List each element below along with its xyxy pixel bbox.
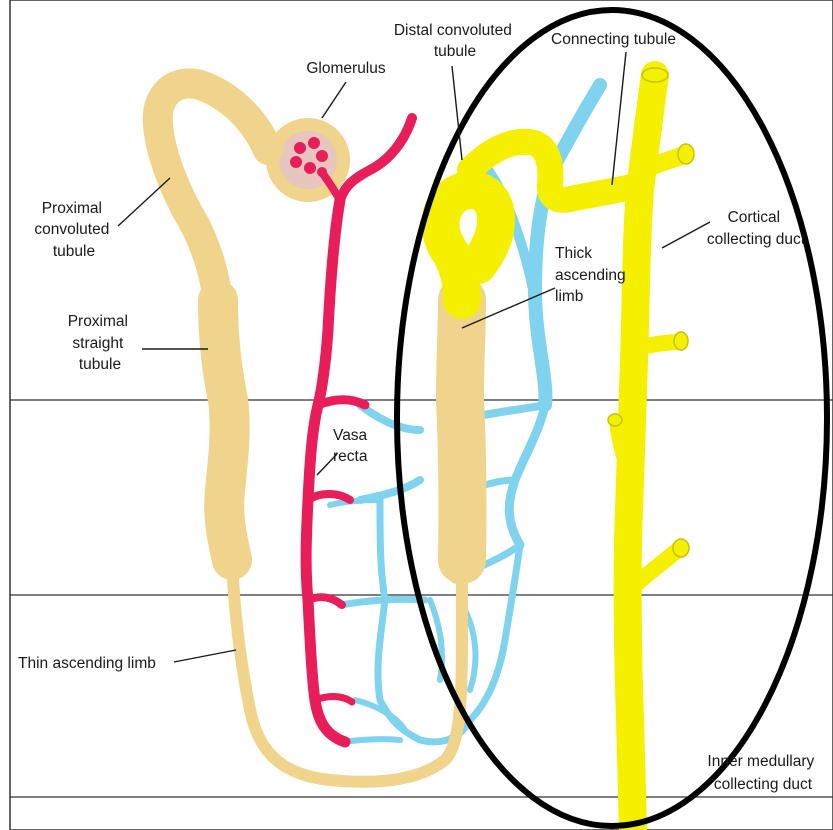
label-glomerulus: Glomerulus <box>306 60 385 77</box>
labels: Distal convoluted tubule Connecting tubu… <box>18 22 819 793</box>
label-thin-ascending-limb: Thin ascending limb <box>18 655 156 672</box>
figure-frame <box>10 0 833 830</box>
label-thick-ascending-limb: Thick ascending limb <box>555 245 630 305</box>
label-proximal-straight-tubule: Proximal straight tubule <box>68 313 133 373</box>
label-proximal-convoluted-tubule: Proximal convoluted tubule <box>34 200 113 260</box>
label-vasa-recta: Vasa recta <box>333 427 372 465</box>
label-distal-convoluted-tubule: Distal convoluted tubule <box>394 22 516 60</box>
label-cortical-collecting-duct: Cortical collecting duct <box>707 209 806 248</box>
label-connecting-tubule: Connecting tubule <box>551 31 676 48</box>
label-inner-medullary-collecting-duct: Inner medullary collecting duct <box>707 753 818 793</box>
